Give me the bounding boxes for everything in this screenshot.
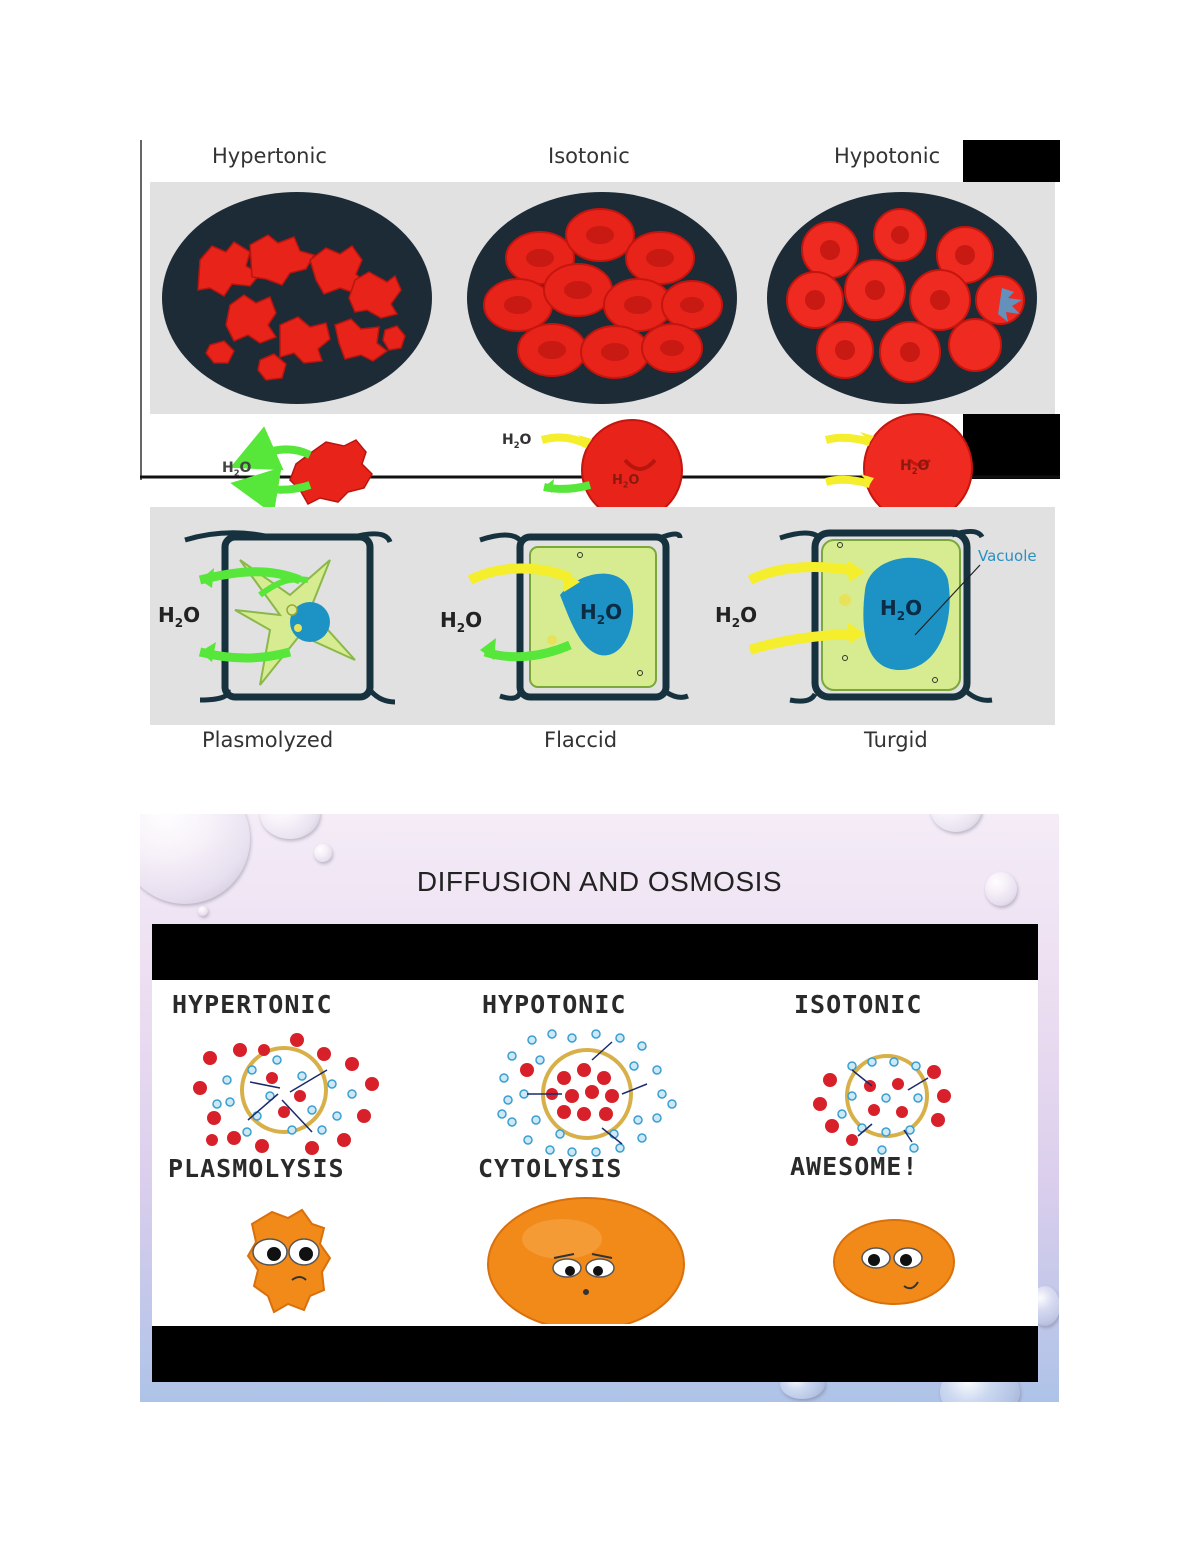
swollen-cell-cartoon [487, 1197, 685, 1324]
hypotonic-dish [767, 192, 1037, 404]
hypertonic-rbc-water-label: H2O [222, 460, 252, 478]
black-corner-top [963, 140, 1060, 182]
tonicity-figure: Hypertonic Isotonic Hypotonic H2O H2O H2… [140, 140, 1060, 760]
turgid-plant-cell [747, 529, 993, 704]
hypotonic-rbc [824, 413, 973, 523]
hypotonic-solute-diagram [497, 1029, 677, 1157]
water-drop-decoration [198, 906, 208, 916]
hypotonic-label: Hypotonic [834, 144, 941, 168]
isotonic-dish [467, 192, 737, 404]
hypertonic-dish [162, 192, 432, 404]
water-drop-decoration [985, 872, 1017, 906]
flaccid-plant-cell [467, 531, 689, 701]
water-drop-decoration [930, 814, 982, 832]
plasmolyzed-water-label: H2O [158, 603, 201, 630]
hypotonic-rbc-water-label: H2O [900, 458, 930, 476]
plasmolyzed-label: Plasmolyzed [202, 728, 334, 752]
isotonic-rbc-water-label-out: H2O [612, 473, 640, 490]
cytolysis-label: CYTOLYSIS [478, 1154, 623, 1183]
hypotonic-label-clip: Hypotonic [832, 140, 962, 180]
black-corner-mid [963, 414, 1060, 479]
vacuole-label: Vacuole [978, 547, 1037, 565]
isotonic-solute-diagram [813, 1054, 951, 1155]
cartoon-hypertonic-label: HYPERTONIC [172, 990, 333, 1019]
turgid-label: Turgid [864, 728, 928, 752]
cartoon-isotonic-label: ISOTONIC [794, 990, 923, 1019]
black-bar-top [152, 924, 1038, 980]
black-bar-bottom [152, 1326, 1038, 1382]
plasmolyzed-plant-cell [184, 530, 396, 705]
hypertonic-label: Hypertonic [212, 144, 327, 168]
flaccid-water-label-outside: H2O [440, 608, 483, 635]
flaccid-water-label-vacuole: H2O [580, 600, 623, 627]
hypertonic-solute-diagram [193, 1033, 379, 1155]
slide-title: DIFFUSION AND OSMOSIS [416, 866, 783, 897]
water-drop-decoration [314, 844, 332, 862]
water-drop-decoration [260, 814, 320, 839]
awesome-label: AWESOME! [790, 1152, 919, 1181]
solute-diagrams [193, 1029, 951, 1157]
isotonic-label: Isotonic [548, 144, 630, 168]
diffusion-osmosis-slide: DIFFUSION AND OSMOSIS HYPERTONIC HYPOTON… [140, 814, 1059, 1402]
isotonic-rbc [540, 419, 683, 521]
happy-cell-cartoon [833, 1219, 955, 1305]
shrunken-cell-cartoon [246, 1208, 332, 1314]
tonicity-figure-art [140, 140, 1060, 725]
isotonic-rbc-water-label-in: H2O [502, 432, 532, 450]
cell-cartoons [246, 1197, 955, 1324]
turgid-water-label-outside: H2O [715, 603, 758, 630]
hypertonic-rbc [230, 426, 373, 515]
plasmolysis-label: PLASMOLYSIS [168, 1154, 345, 1183]
turgid-water-label-vacuole: H2O [880, 596, 923, 623]
flaccid-label: Flaccid [544, 728, 618, 752]
cartoon-hypotonic-label: HYPOTONIC [482, 990, 627, 1019]
osmosis-cartoon: HYPERTONIC HYPOTONIC ISOTONIC [152, 924, 1038, 1382]
